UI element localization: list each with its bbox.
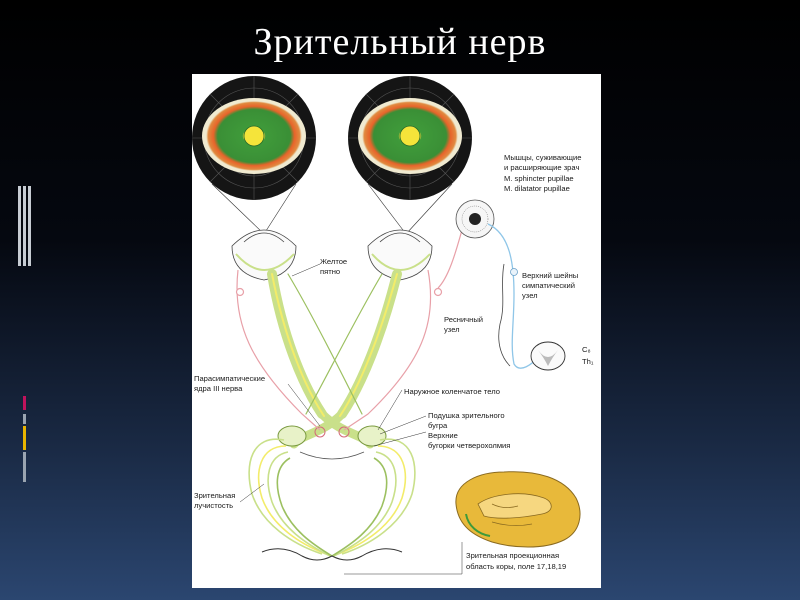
side-bar — [18, 186, 21, 266]
diagram-svg: Желтое пятно Мышцы, суживающие и расширя… — [192, 76, 594, 575]
label-cortex-2: область коры, поле 17,18,19 — [466, 562, 566, 571]
label-muscles-1: Мышцы, суживающие — [504, 153, 581, 162]
label-ganglion-2: симпатический — [522, 281, 575, 290]
label-spinal-1: C₈ — [582, 345, 591, 354]
label-ciliary-1: Ресничный — [444, 315, 483, 324]
label-macula-1: Желтое — [320, 257, 347, 266]
side-bar — [23, 414, 26, 424]
slide-title: Зрительный нерв — [253, 21, 547, 63]
leader-lines — [239, 263, 463, 575]
decorative-side-bars — [18, 0, 32, 600]
label-ganglion-1: Верхний шейны — [522, 271, 578, 280]
side-bar — [23, 452, 26, 482]
label-muscles-4: M. dilatator pupillae — [504, 184, 570, 193]
label-ciliary-2: узел — [444, 325, 460, 334]
label-radiation-2: лучистость — [194, 501, 233, 510]
cervical-ganglion — [510, 268, 518, 276]
label-muscles-3: M. sphincter pupillae — [504, 174, 574, 183]
occipital-cortex — [261, 548, 403, 561]
optic-nerve-diagram: Желтое пятно Мышцы, суживающие и расширя… — [192, 74, 601, 588]
label-ganglion-3: узел — [522, 291, 538, 300]
label-spinal-2: Th₁ — [582, 357, 594, 366]
label-parasympathetic-1: Парасимпатические — [194, 374, 265, 383]
label-colliculi-1: Верхние — [428, 431, 458, 440]
brain-medial-section — [455, 471, 581, 548]
side-bar — [23, 396, 26, 410]
label-pulvinar-1: Подушка зрительного — [428, 411, 505, 420]
label-lateral-geniculate: Наружное коленчатое тело — [404, 387, 500, 396]
label-macula-2: пятно — [320, 267, 340, 276]
side-bar — [23, 186, 26, 266]
left-visual-field — [192, 76, 316, 200]
label-muscles-2: и расширяющие зрач — [504, 163, 579, 172]
sympathetic-trunk — [498, 263, 511, 367]
pupil-iris — [455, 199, 495, 239]
side-bar — [23, 426, 26, 450]
optic-pathways — [267, 269, 402, 449]
projection-lines — [211, 183, 453, 235]
right-visual-field — [348, 76, 472, 200]
label-pulvinar-2: бугра — [428, 421, 448, 430]
retinas — [235, 253, 431, 271]
side-bar — [28, 186, 31, 266]
optic-radiation — [248, 438, 416, 557]
label-colliculi-2: бугорки четверохолмия — [428, 441, 510, 450]
geniculate-bodies — [277, 425, 387, 460]
sympathetic-fibers — [487, 223, 541, 369]
label-parasympathetic-2: ядра III нерва — [194, 384, 243, 393]
diagram-labels: Желтое пятно Мышцы, суживающие и расширя… — [194, 153, 594, 571]
spinal-cord-section — [530, 341, 566, 371]
label-radiation-1: Зрительная — [194, 491, 235, 500]
label-cortex-1: Зрительная проекционная — [466, 551, 559, 560]
eyeballs — [231, 229, 433, 281]
